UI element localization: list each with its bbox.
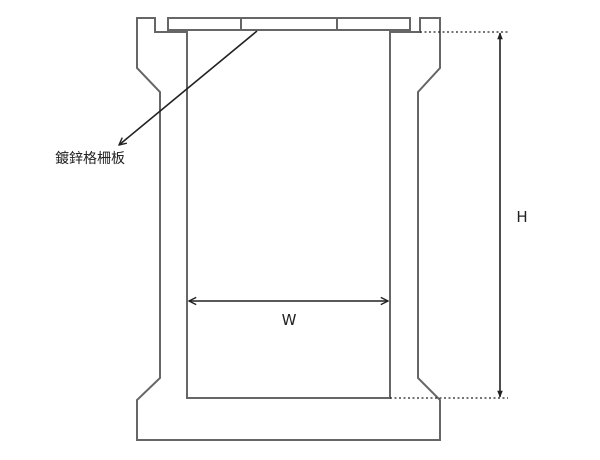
grating-label: 鍍鋅格柵板 xyxy=(55,150,125,167)
height-label: H xyxy=(516,208,527,226)
channel-outline xyxy=(136,17,441,441)
width-label: W xyxy=(282,311,297,329)
grating-plate-frame xyxy=(167,17,411,31)
leader-arrow xyxy=(119,30,258,145)
grating-plate xyxy=(167,17,411,31)
